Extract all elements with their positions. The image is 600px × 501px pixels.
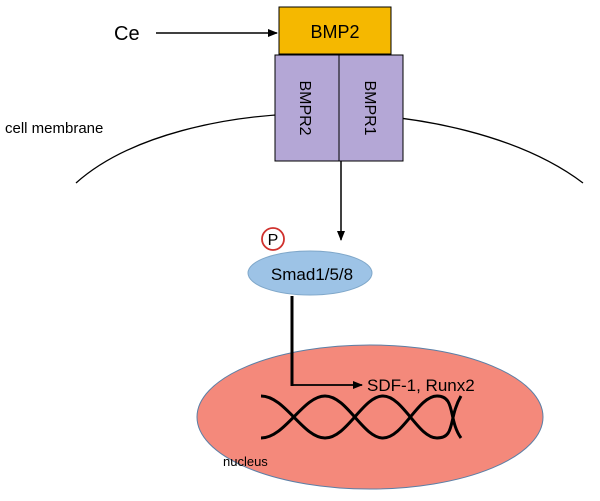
- smad-label: Smad1/5/8: [271, 265, 353, 284]
- bmpr2-box: [274, 54, 340, 162]
- phospho-label: P: [268, 232, 279, 249]
- cell-membrane-label: cell membrane: [5, 120, 103, 137]
- target-genes-label: SDF-1, Runx2: [367, 376, 475, 395]
- bmp2-label: BMP2: [310, 22, 359, 42]
- bmpr2-label: BMPR2: [296, 80, 313, 135]
- nucleus-ellipse: [196, 344, 544, 490]
- dna-strand-1: [260, 394, 463, 440]
- nucleus-label: nucleus: [223, 454, 268, 469]
- dna-strand-2: [260, 394, 463, 440]
- ce-label: Ce: [114, 23, 140, 45]
- bmp2-box: [278, 6, 392, 55]
- bmpr1-box: [338, 54, 404, 162]
- bmpr1-label: BMPR1: [361, 80, 378, 135]
- phospho-circle: [261, 227, 285, 251]
- smad-ellipse: [247, 250, 373, 296]
